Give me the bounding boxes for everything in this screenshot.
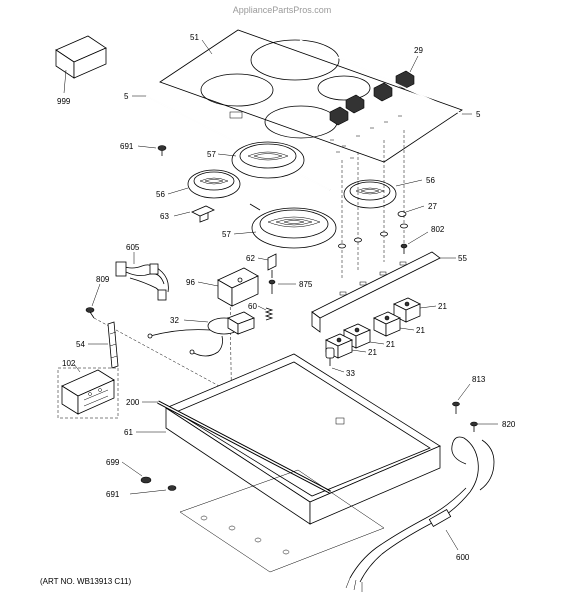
grommets (338, 223, 408, 249)
leader-57-bottom (233, 231, 257, 235)
label-55: 55 (458, 254, 467, 263)
screw-802[interactable] (400, 243, 408, 254)
label-54: 54 (76, 340, 85, 349)
bracket-63[interactable] (191, 205, 215, 223)
leader-96 (197, 281, 219, 287)
leader-56-left (167, 187, 189, 195)
wire-harness-605[interactable] (115, 261, 169, 301)
side-trim-5-left[interactable] (145, 95, 331, 191)
clip-27[interactable] (397, 211, 407, 217)
label-5-right: 5 (476, 110, 481, 119)
leader-51 (201, 39, 213, 55)
label-809: 809 (96, 275, 110, 284)
label-32: 32 (170, 316, 179, 325)
label-200: 200 (126, 398, 140, 407)
control-knob-29[interactable] (329, 70, 415, 126)
label-600: 600 (456, 553, 470, 562)
label-802: 802 (431, 225, 445, 234)
screw-875[interactable] (268, 279, 276, 294)
radiant-element-56-left[interactable] (187, 169, 241, 199)
label-57-top: 57 (207, 150, 216, 159)
leader-62 (257, 257, 269, 261)
label-21-b: 21 (416, 326, 425, 335)
clip-62[interactable] (267, 253, 277, 278)
label-62: 62 (246, 254, 255, 263)
leader-33 (331, 367, 345, 373)
leader-21-c (369, 341, 385, 345)
label-21-c: 21 (386, 340, 395, 349)
screw-820[interactable] (470, 421, 478, 432)
label-691-bottom: 691 (106, 490, 120, 499)
leader-600 (445, 529, 459, 551)
leader-802 (407, 231, 429, 245)
leader-102 (73, 363, 81, 373)
bottom-pan-61[interactable] (165, 353, 441, 525)
leader-27 (405, 205, 425, 213)
watermark: AppliancePartsPros.com (233, 5, 332, 15)
label-51: 51 (190, 33, 199, 42)
leader-56-right (395, 179, 423, 187)
leader-60 (257, 305, 267, 311)
label-21-d: 21 (368, 348, 377, 357)
label-29: 29 (414, 46, 423, 55)
terminal-block-32[interactable] (147, 311, 255, 357)
label-57-bottom: 57 (222, 230, 231, 239)
power-cord-600[interactable] (345, 436, 495, 592)
leader-999 (63, 69, 67, 94)
leader-29 (409, 55, 419, 73)
label-21-a: 21 (438, 302, 447, 311)
art-number: (ART NO. WB13913 C11) (40, 577, 131, 586)
label-5-left: 5 (124, 92, 129, 101)
label-56-left: 56 (156, 190, 165, 199)
leader-691-top (137, 145, 157, 149)
literature-box-999[interactable] (55, 35, 107, 79)
terminal-block-102[interactable] (57, 367, 119, 419)
screw-691-top[interactable] (157, 145, 167, 157)
label-56-right: 56 (426, 176, 435, 185)
label-33: 33 (346, 369, 355, 378)
screw-691-bottom[interactable] (167, 485, 177, 491)
bracket-54[interactable] (107, 321, 119, 369)
leader-21-d (351, 349, 367, 353)
relay-box-96[interactable] (217, 267, 259, 307)
leader-63 (173, 211, 191, 217)
screw-813[interactable] (452, 401, 460, 414)
clamp-699[interactable] (140, 476, 152, 484)
label-820: 820 (502, 420, 516, 429)
radiant-element-57-bottom[interactable] (249, 203, 337, 249)
label-999: 999 (57, 97, 71, 106)
label-27: 27 (428, 202, 437, 211)
leader-809 (91, 283, 101, 307)
leader-21-a (419, 305, 437, 309)
radiant-element-56-right[interactable] (343, 179, 397, 209)
indicator-light-33[interactable] (325, 347, 335, 366)
screw-809[interactable] (85, 307, 95, 319)
leader-57-top (217, 153, 237, 157)
label-605: 605 (126, 243, 140, 252)
leader-699 (121, 461, 143, 477)
radiant-element-57-top[interactable] (231, 141, 305, 179)
label-699: 699 (106, 458, 120, 467)
leader-813 (457, 383, 471, 401)
label-96: 96 (186, 278, 195, 287)
side-trim-5-right[interactable] (299, 39, 463, 115)
bottom-trim-200[interactable] (157, 400, 331, 494)
label-102: 102 (62, 359, 76, 368)
label-63: 63 (160, 212, 169, 221)
leader-21-b (399, 327, 415, 331)
label-61: 61 (124, 428, 133, 437)
leader-32 (183, 319, 209, 323)
spring-60[interactable] (264, 307, 274, 321)
label-813: 813 (472, 375, 486, 384)
bottom-plate (179, 469, 385, 573)
label-875: 875 (299, 280, 313, 289)
leader-691-bottom (129, 489, 167, 495)
infinite-switch-21-a[interactable] (393, 297, 421, 323)
label-60: 60 (248, 302, 257, 311)
infinite-switch-21-b[interactable] (373, 311, 401, 337)
label-691-top: 691 (120, 142, 134, 151)
